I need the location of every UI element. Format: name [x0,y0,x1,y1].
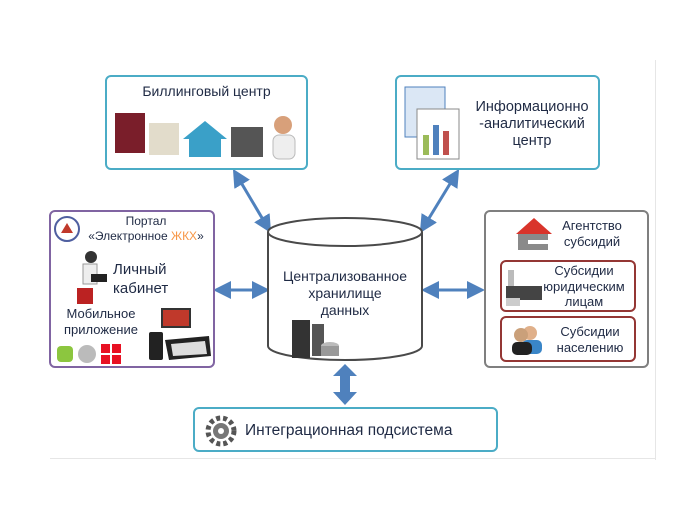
portal-label: Портал «Электронное ЖКХ» [88,214,204,243]
billing-center-box: Биллинговый центр [105,75,308,170]
integration-subsystem-box: Интеграционная подсистема [193,407,498,452]
calculator-icon [149,123,179,155]
analytics-report-icon [404,86,460,160]
portal-emblem-icon [54,216,80,242]
user-laptop-icon [77,251,107,304]
pos-terminal-icon [231,127,263,157]
android-icon [57,346,73,362]
windows-icon [101,344,121,364]
page-guide-horizontal [50,458,656,459]
server-icon [292,320,339,358]
passport-icon [115,113,145,153]
mobile-devices-icon [149,308,211,360]
factory-icon [506,270,542,306]
people-icon [512,326,542,355]
arrow-billing-storage [232,168,272,234]
agency-logo-icon [516,218,552,250]
platform-icons [57,344,121,364]
apple-icon [78,345,96,363]
billing-icons [115,113,296,160]
integration-subsystem-title: Интеграционная подсистема [245,422,453,439]
page-guide-vertical [655,60,656,460]
arrow-storage-integration [333,364,357,405]
arrow-info-storage [419,168,460,234]
billing-center-title: Биллинговый центр [142,83,271,99]
operator-icon [274,116,292,134]
gear-icon [205,415,237,447]
house-icon [183,121,227,157]
